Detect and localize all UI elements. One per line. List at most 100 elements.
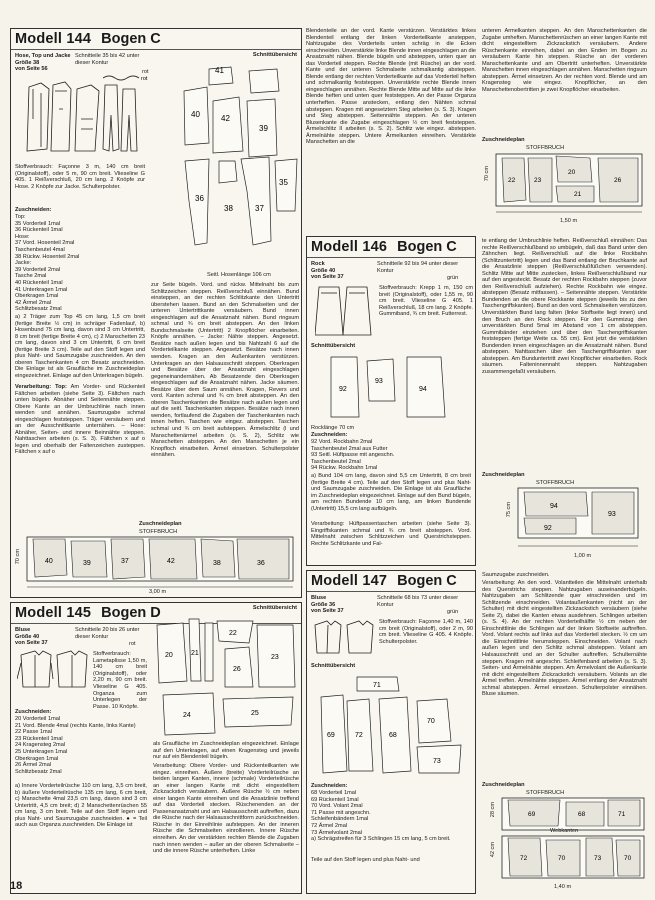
- parts-item: 36 Rückenteil 1mal: [15, 227, 63, 234]
- model-144-plan-height: 70 cm: [15, 549, 21, 565]
- model-144-zuschneiden-title: Zuschneiden:: [15, 207, 52, 213]
- svg-text:94: 94: [550, 503, 558, 510]
- parts-item: 71 Passe mit angeschn.: [311, 809, 371, 816]
- parts-item: Taschenbeutel 2mal: [311, 458, 361, 465]
- model-146-subtitle: Rock Größe 40 von Seite 37: [311, 261, 359, 281]
- model-144-stoffbruch: STOFFBRUCH: [139, 529, 178, 535]
- parts-item: 26 Ärmel 2mal: [15, 762, 52, 769]
- parts-item: Schlitzbesatz 2mal: [15, 768, 62, 775]
- svg-text:71: 71: [618, 811, 626, 818]
- svg-text:42: 42: [167, 558, 175, 565]
- model-145-text: a) Innere Vorderteilrüsche 110 cm lang, …: [15, 783, 147, 829]
- model-147-text: Teile auf den Stoff legen und plus Naht-…: [311, 857, 420, 863]
- svg-text:42: 42: [221, 114, 230, 123]
- parts-item: 20 Vorderteil 1mal: [15, 716, 61, 722]
- model-146-plan-height: 75 cm: [506, 502, 512, 518]
- model-144-schnittuebersicht: Schnittübersicht: [252, 52, 297, 58]
- svg-text:20: 20: [165, 652, 173, 659]
- model-144-bogen: Bogen C: [101, 31, 161, 47]
- svg-text:20: 20: [568, 169, 576, 176]
- parts-item: Top:: [15, 214, 26, 220]
- model-145-bogen: Bogen D: [101, 605, 161, 621]
- svg-text:22: 22: [508, 177, 516, 184]
- model-146-text: a) Bund 104 cm lang, davon sind 5,5 cm U…: [311, 473, 471, 512]
- model-146-schnitt: Schnitteile 92 bis 94 unter dieser Kontu…: [377, 261, 459, 274]
- model-146-sub1: Rock: [311, 261, 325, 267]
- model-144-schnitt: Schnitteile 35 bis 42 unter dieser Kontu…: [75, 53, 140, 66]
- svg-text:35: 35: [279, 178, 288, 187]
- model-144-verarb-text: Am Vorder- und Rückenteil Fältchen arbei…: [15, 384, 145, 456]
- svg-text:22: 22: [229, 630, 237, 637]
- svg-text:38: 38: [213, 560, 221, 567]
- parts-item: 68 Vorderteil 1mal: [311, 790, 357, 796]
- parts-item: Tasche 2mal: [15, 273, 47, 280]
- svg-text:37: 37: [121, 558, 129, 565]
- parts-item: Taschenbeutel 4mal: [15, 246, 65, 253]
- model-146-zuschneiden-title: Zuschneiden:: [311, 432, 348, 438]
- model-145-text-2: als Graufläche im Zuschneideplan eingeze…: [153, 741, 299, 761]
- model-146-bogen: Bogen C: [397, 239, 457, 255]
- model-143-right-text: unteren Ärmelkanten steppen. An den Mans…: [482, 28, 647, 93]
- model-147-stoffverbrauch: Stoffverbrauch: Façonne 1,40 m, 140 cm b…: [379, 619, 473, 645]
- parts-item: 25 Unterkragen 1mal: [15, 748, 68, 755]
- model-147-sub1: Bluse: [311, 595, 327, 601]
- model-146-rocklaenge: Rocklänge 70 cm: [311, 425, 355, 431]
- model-144-contour-marker: rot: [102, 69, 151, 87]
- parts-item: 42 Ärmel 2mal: [15, 299, 52, 306]
- model-145-sub1: Bluse: [15, 627, 31, 633]
- model-146-parts-list: 92 Vord. Rockbahn 2mal Taschenbeutel 2ma…: [311, 439, 471, 472]
- model-146-verarbeitung: Verarbeitung: Hüftpassentaschen arbeiten…: [311, 521, 471, 547]
- model-147-stoffbruch: STOFFBRUCH: [526, 790, 565, 796]
- svg-text:69: 69: [327, 732, 335, 739]
- parts-item: Oberkragen 1mal: [15, 293, 59, 300]
- parts-item: Oberkragen 1mal: [15, 755, 59, 762]
- svg-text:40: 40: [45, 558, 53, 565]
- model-145-blouse-sketch: [17, 650, 88, 688]
- model-147-header: Modell 147 Bogen C: [307, 571, 475, 592]
- model-143-plan-height: 70 cm: [484, 166, 490, 182]
- parts-item: 24 Kragensteg 2mal: [15, 742, 66, 749]
- model-144-plan-width: 3,00 m: [149, 589, 167, 595]
- parts-item: 93 Seitl. Hüftpasse mit angeschn.: [311, 452, 395, 459]
- svg-text:36: 36: [257, 560, 265, 567]
- svg-text:23: 23: [271, 654, 279, 661]
- svg-text:71: 71: [373, 682, 381, 689]
- model-146-box: Modell 146 Bogen C Rock Größe 40 von Sei…: [306, 236, 476, 566]
- model-146-zuschneideplan: Zuschneideplan: [482, 472, 525, 478]
- svg-text:25: 25: [251, 710, 259, 717]
- parts-item: 41 Unterkragen 1mal: [15, 286, 68, 293]
- model-144-sub2: Größe 38: [15, 59, 40, 66]
- model-144-stoffverbrauch: Stoffverbrauch: Façonne 3 m, 140 cm brei…: [15, 164, 145, 190]
- model-147-color: grün: [447, 609, 459, 615]
- model-147-verarbeitung: Verarbeitung: An den vord. Volantteilen …: [482, 580, 647, 698]
- svg-text:40: 40: [191, 110, 200, 119]
- model-144-text-1: a) 2 Träger zum Top 45 cm lang, 1,5 cm b…: [15, 314, 145, 379]
- model-145-title: Modell 145: [15, 605, 92, 621]
- model-146-sub3: von Seite 37: [311, 274, 344, 281]
- model-146-title: Modell 146: [311, 239, 388, 255]
- svg-text:70: 70: [558, 855, 566, 862]
- svg-text:41: 41: [215, 66, 224, 75]
- model-146-stoffbruch: STOFFBRUCH: [536, 480, 575, 486]
- parts-item: 23 Rückenteil 1mal: [15, 735, 63, 742]
- model-145-parts-list: 20 Vorderteil 1mal 21 Vord. Blende 4mal …: [15, 716, 147, 775]
- parts-item: Schlitzbesatz 2mal: [15, 306, 62, 313]
- model-146-sub2: Größe 40: [311, 267, 336, 274]
- parts-item: 40 Rückenteil 1mal: [15, 279, 63, 286]
- model-147-right-text: Saumzugabe zuschneiden.: [482, 572, 550, 578]
- parts-item: 35 Vorderteil 1mal: [15, 220, 61, 227]
- model-147-bogen: Bogen C: [397, 573, 457, 589]
- parts-item: Schleifenbändern 1mal: [311, 816, 369, 823]
- model-145-subtitle: Bluse Größe 40 von Seite 37: [15, 627, 65, 647]
- model-144-zuschneideplan: Zuschneideplan: [139, 521, 182, 527]
- model-146-stoffverbrauch: Stoffverbrauch: Krepp 1 m, 150 cm breit …: [379, 285, 473, 318]
- svg-text:93: 93: [375, 378, 383, 385]
- model-145-box: Modell 145 Bogen D Bluse Größe 40 von Se…: [10, 602, 302, 894]
- model-144-sub3: von Seite 56: [15, 66, 48, 73]
- parts-item: a) Schrägstreifen für 3 Schlingen 15 cm …: [311, 836, 451, 843]
- svg-text:73: 73: [594, 855, 602, 862]
- model-146-color: grün: [447, 275, 459, 281]
